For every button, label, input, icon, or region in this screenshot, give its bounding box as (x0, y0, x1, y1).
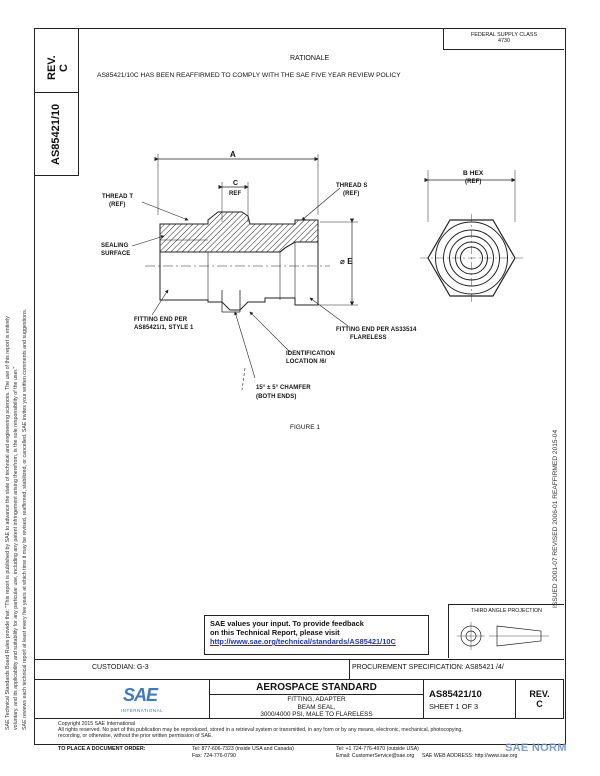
projection-label: THIRD ANGLE PROJECTION (471, 608, 542, 614)
fsc-line-1: FEDERAL SUPPLY CLASS (470, 32, 538, 38)
projection-symbol (457, 622, 549, 650)
rev-cell: REV. C (515, 679, 564, 719)
sealing-surface-label-1: SEALING (101, 243, 129, 249)
footer-email: Email: CustomerService@sae.org (336, 753, 415, 759)
sae-logo: SAE (123, 685, 158, 705)
figure-caption: FIGURE 1 (290, 424, 320, 431)
feedback-box: SAE values your input. To provide feedba… (204, 615, 429, 655)
dim-e-label: ⌀ E (340, 257, 353, 266)
dim-c-ref-label: REF (229, 191, 242, 197)
revision-history: ISSUED 2001-07 REVISED 2006-01 REAFFIRME… (552, 429, 559, 608)
notice-line-1: SAE Technical Standards Board Rules prov… (5, 316, 11, 730)
standard-type: AEROSPACE STANDARD (210, 682, 423, 695)
feedback-link[interactable]: http://www.sae.org/technical/standards/A… (210, 637, 396, 646)
watermark: SAE NORM (505, 742, 567, 754)
header-doc-number: AS85421/10 (50, 103, 62, 165)
figure-1-drawing (131, 154, 523, 391)
thread-s-ref-label: (REF) (343, 191, 360, 197)
header-rev-value: C (58, 64, 70, 72)
thread-s-label: THREAD S (336, 183, 368, 189)
part-title-1: FITTING, ADAPTER (287, 696, 346, 703)
part-title-2: BEAM SEAL, (297, 703, 336, 711)
fitting-left-label-2: AS85421/1, STYLE 1 (134, 325, 194, 331)
thread-t-label: THREAD T (102, 194, 134, 200)
tb-sheet: SHEET 1 OF 3 (429, 702, 479, 711)
tb-doc-number: AS85421/10 (429, 689, 482, 700)
fitting-right-label-1: FITTING END PER AS33514 (336, 327, 417, 333)
fsc-line-2: 4730 (498, 38, 510, 44)
tb-rev-label: REV. (529, 689, 550, 699)
custodian-row-divider (349, 659, 350, 679)
fsc-box: FEDERAL SUPPLY CLASS 4730 (443, 28, 564, 50)
feedback-line-1: SAE values your input. To provide feedba… (210, 619, 364, 628)
footer-tel-1: Tel: 877-606-7323 (inside USA and Canada… (192, 746, 294, 752)
order-label: TO PLACE A DOCUMENT ORDER: (58, 746, 146, 752)
header-strip-divider (34, 175, 78, 176)
sae-logo-sub: INTERNATIONAL (121, 708, 164, 713)
footer-copyright: Copyright 2015 SAE International (58, 721, 135, 727)
hex-ref-label: (REF) (465, 179, 482, 185)
fitting-left-label-1: FITTING END PER (134, 317, 188, 323)
logo-cell: SAE INTERNATIONAL (34, 679, 210, 719)
part-title-3: 3000/4000 PSI, MALE TO FLARELESS (260, 711, 373, 718)
header-strip-border (78, 28, 79, 176)
thread-t-ref-label: (REF) (109, 202, 126, 208)
doc-number-cell: AS85421/10 SHEET 1 OF 3 (423, 679, 516, 719)
custodian-row-top (34, 659, 564, 660)
projection-box: THIRD ANGLE PROJECTION (448, 604, 564, 658)
sealing-surface-label-2: SURFACE (101, 251, 131, 257)
footer-rights-2: recording, or otherwise, without the pri… (58, 733, 213, 740)
footer-tel-2: Tel: +1 724-776-4970 (outside USA) (336, 746, 419, 752)
footer: Copyright 2015 SAE International All rig… (58, 721, 558, 740)
footer-rights-1: All rights reserved. No part of this pub… (58, 727, 463, 734)
drawing-frame (34, 28, 566, 745)
header-strip-divider (34, 92, 78, 93)
tb-rev-value: C (536, 699, 543, 709)
custodian: CUSTODIAN: G-3 (92, 664, 149, 671)
rationale-text: AS85421/10C HAS BEEN REAFFIRMED TO COMPL… (97, 72, 401, 79)
notice-line-3: SAE reviews each technical report at lea… (22, 308, 28, 730)
header-rev-label: REV. (46, 55, 58, 80)
footer-fax: Fax: 724-776-0790 (192, 753, 236, 759)
rationale-title: RATIONALE (290, 55, 330, 62)
dim-c-label: C (233, 180, 239, 187)
dim-a-label: A (230, 150, 236, 159)
title-cell: AEROSPACE STANDARD FITTING, ADAPTER BEAM… (209, 679, 424, 719)
ident-label-2: LOCATION /6/ (286, 359, 327, 365)
chamfer-label-2: (BOTH ENDS) (256, 394, 297, 400)
ident-label-1: IDENTIFICATION (286, 351, 335, 357)
hex-label: B HEX (463, 170, 484, 177)
chamfer-label-1: 15° ± 5° CHAMFER (256, 385, 311, 391)
procurement: PROCUREMENT SPECIFICATION: AS85421 /4/ (352, 664, 504, 671)
fitting-right-label-2: FLARELESS (350, 335, 387, 341)
footer-web[interactable]: SAE WEB ADDRESS: http://www.sae.org (422, 753, 518, 759)
notice-line-2: voluntary, and its applicability and sui… (13, 366, 19, 730)
feedback-line-2: on this Technical Report, please visit (210, 628, 340, 637)
